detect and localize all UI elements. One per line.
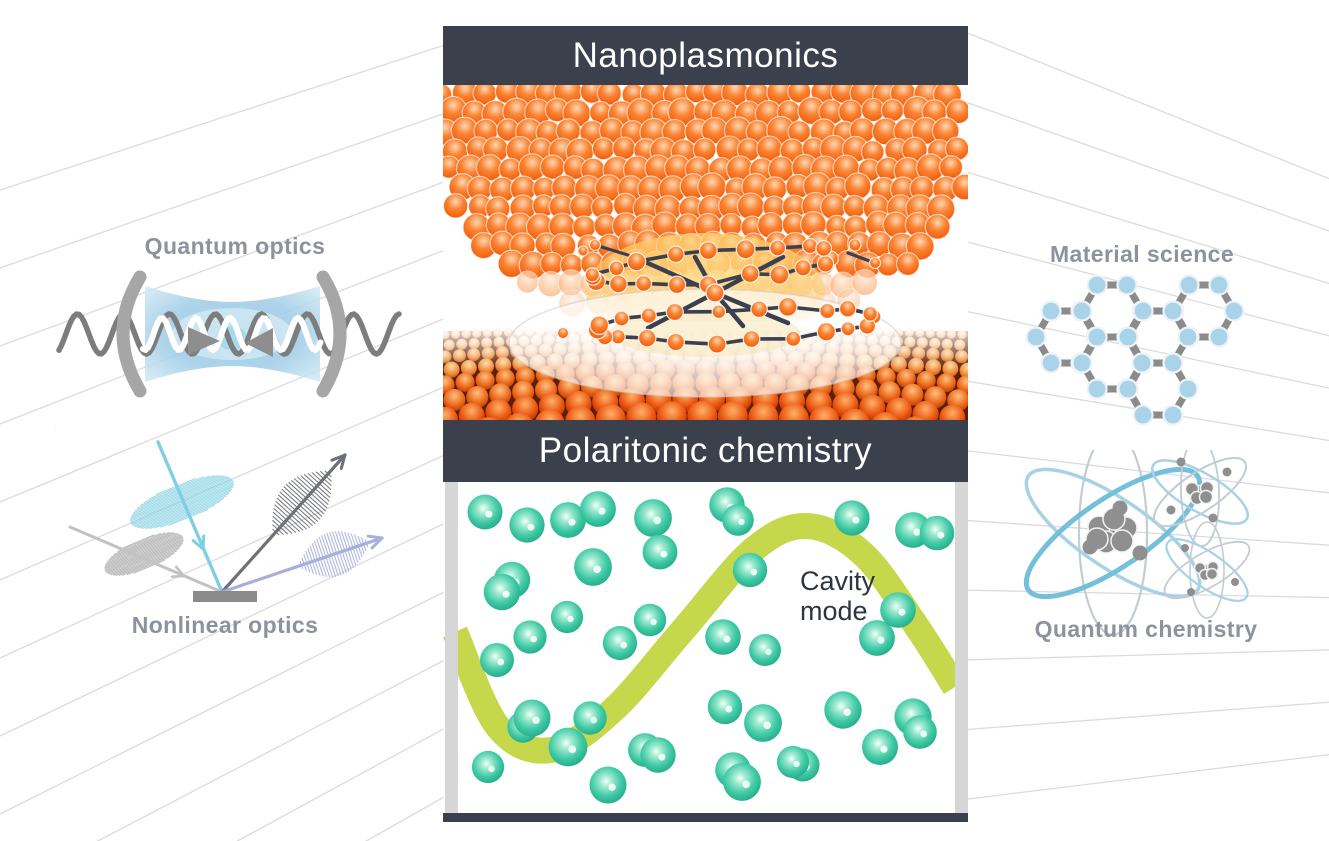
material-science-illustration (1025, 274, 1245, 426)
cavity-mode-line1: Cavity (800, 566, 876, 596)
nanoplasmonics-illustration (443, 85, 968, 420)
nanoplasmonics-title: Nanoplasmonics (572, 35, 839, 75)
quantum-chemistry-illustration (1023, 450, 1251, 637)
polaritonic-illustration (443, 487, 967, 804)
cavity-mode-line2: mode (800, 596, 868, 627)
quantum-optics-label: Quantum optics (144, 233, 326, 259)
cavity-mode-label: Cavity mode (800, 566, 875, 626)
cavity-mirror-right (955, 482, 968, 813)
quantum-optics-illustration (56, 270, 402, 398)
nonlinear-optics-label: Nonlinear optics (131, 612, 319, 638)
quantum-chemistry-label: Quantum chemistry (1034, 616, 1258, 642)
cavity-mirror-left (445, 482, 458, 813)
polaritonic-title: Polaritonic chemistry (538, 431, 873, 470)
central-panel: Nanoplasmonics Polaritonic chemistry Cav… (443, 26, 968, 822)
material-science-label: Material science (1049, 241, 1235, 267)
polaritonic-banner: Polaritonic chemistry (443, 420, 968, 482)
nanoplasmonics-banner: Nanoplasmonics (443, 26, 968, 85)
cavity-bottom-mirror (443, 813, 968, 822)
nonlinear-optics-illustration (55, 428, 384, 602)
